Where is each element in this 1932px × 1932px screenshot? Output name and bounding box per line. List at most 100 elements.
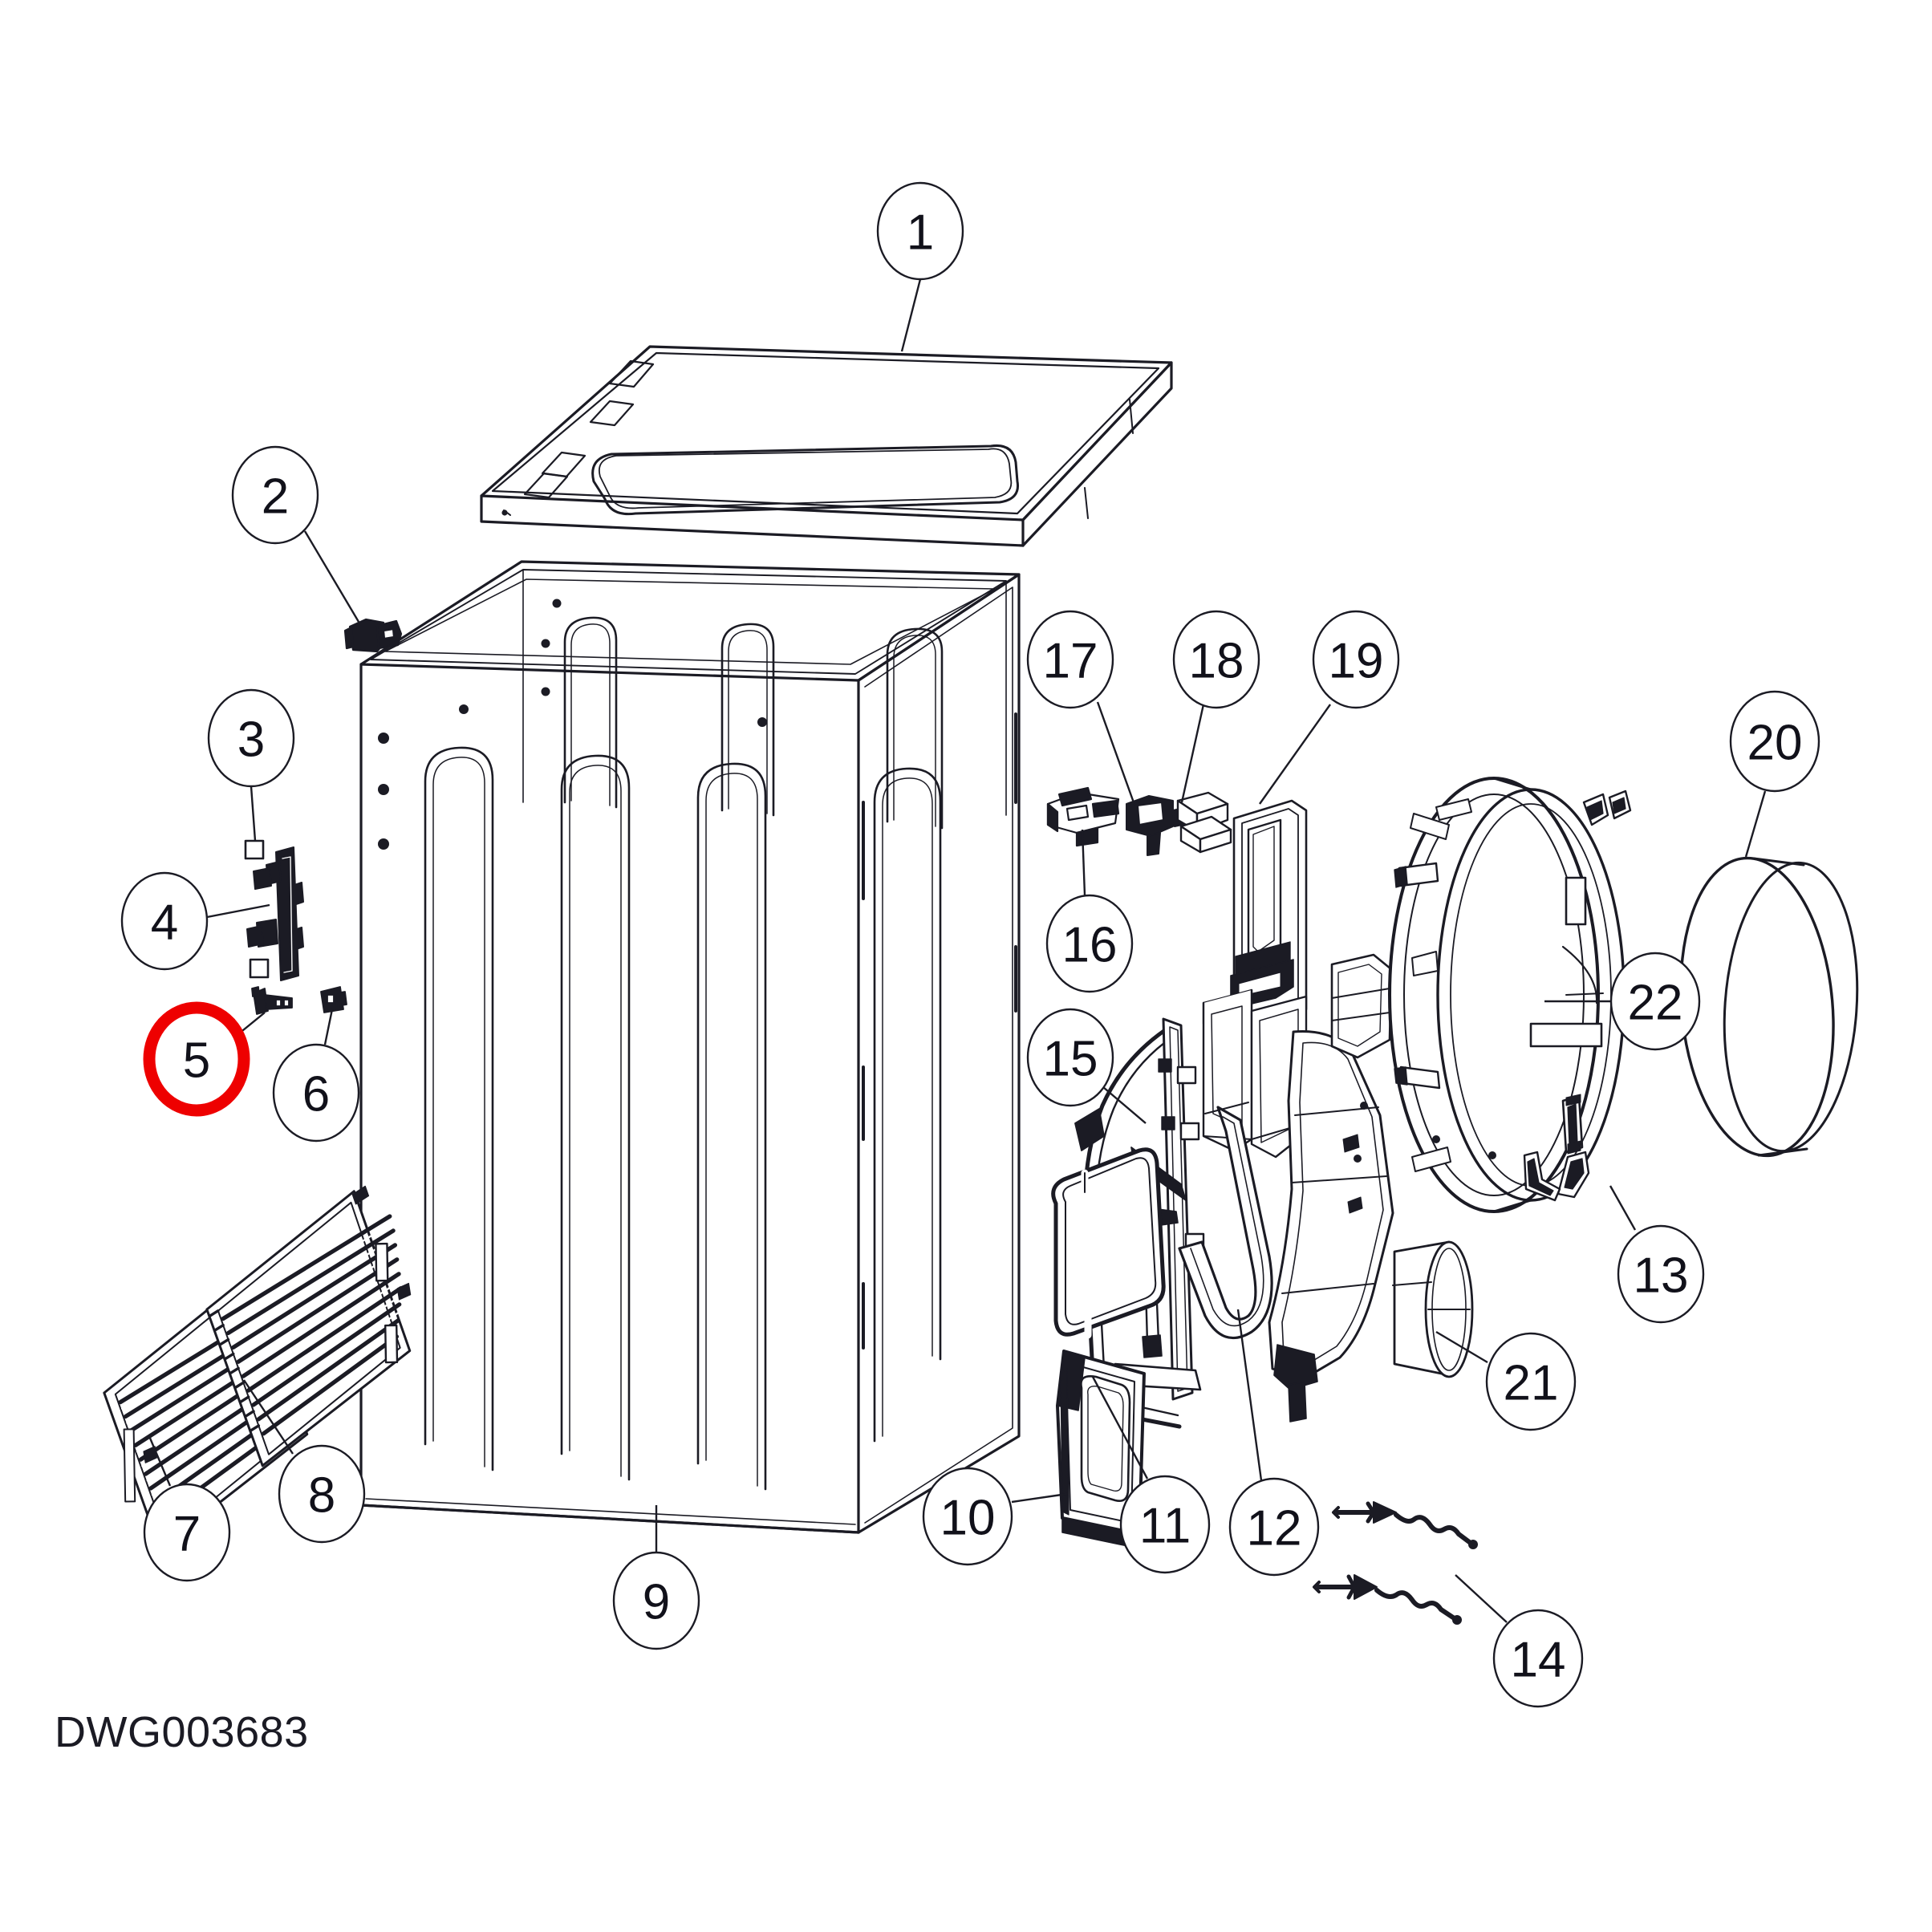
callout-label-12: 12 — [1247, 1501, 1302, 1557]
callout-label-7: 7 — [173, 1507, 201, 1562]
callout-1[interactable]: 1 — [876, 181, 964, 352]
callout-leader-14 — [1455, 1574, 1508, 1623]
callout-leader-7 — [148, 1435, 172, 1487]
callout-leader-8 — [242, 1379, 294, 1455]
callout-circle-13[interactable] — [1617, 1224, 1705, 1324]
callout-leader-15 — [1102, 1086, 1147, 1124]
callout-label-15: 15 — [1043, 1032, 1098, 1087]
drawing-number: DWG003683 — [55, 1708, 309, 1756]
callout-circle-7[interactable] — [143, 1483, 231, 1582]
callout-circle-21[interactable] — [1485, 1332, 1577, 1431]
callout-22[interactable]: 22 — [1544, 952, 1701, 1051]
callout-circle-17[interactable] — [1026, 610, 1114, 709]
callout-leader-17 — [1096, 701, 1136, 806]
callout-label-4: 4 — [151, 895, 178, 951]
callout-leader-6 — [323, 1009, 334, 1045]
callout-3[interactable]: 3 — [207, 688, 295, 842]
callout-circle-10[interactable] — [922, 1467, 1013, 1566]
callout-circle-3[interactable] — [207, 688, 295, 788]
callout-label-9: 9 — [643, 1575, 670, 1630]
callout-label-21: 21 — [1504, 1356, 1559, 1411]
callout-label-14: 14 — [1511, 1633, 1566, 1688]
callout-13[interactable]: 13 — [1609, 1185, 1705, 1324]
highlight-ring-5 — [143, 1001, 250, 1117]
callout-16[interactable]: 16 — [1045, 829, 1134, 993]
callout-label-11: 11 — [1139, 1499, 1191, 1554]
callout-18[interactable]: 18 — [1172, 610, 1260, 803]
callout-5[interactable]: 5 — [143, 1001, 266, 1117]
callout-9[interactable]: 9 — [612, 1505, 700, 1650]
part-air-duct — [1202, 799, 1308, 1159]
callout-label-20: 20 — [1747, 716, 1803, 771]
part-spacer-block — [1176, 791, 1232, 854]
callout-10[interactable]: 10 — [922, 1467, 1068, 1566]
callout-12[interactable]: 12 — [1228, 1309, 1320, 1577]
callout-15[interactable]: 15 — [1026, 1008, 1147, 1124]
callout-label-13: 13 — [1634, 1248, 1689, 1304]
callout-7[interactable]: 7 — [143, 1435, 231, 1582]
callout-4[interactable]: 4 — [120, 871, 270, 971]
callout-circle-8[interactable] — [278, 1444, 366, 1544]
part-upper-clips — [1582, 789, 1632, 826]
callout-19[interactable]: 19 — [1259, 610, 1400, 805]
part-lid-catch — [343, 618, 403, 653]
callout-circle-22[interactable] — [1609, 952, 1701, 1051]
part-striker-clip-lower — [249, 958, 270, 979]
callout-circle-11[interactable] — [1119, 1475, 1211, 1574]
callout-leader-20 — [1744, 790, 1767, 858]
callout-circle-14[interactable] — [1492, 1609, 1584, 1708]
part-strike-screw — [251, 986, 293, 1015]
callout-11[interactable]: 11 — [1091, 1376, 1211, 1574]
callout-8[interactable]: 8 — [242, 1379, 366, 1544]
callout-leader-16 — [1081, 829, 1086, 896]
callout-circle-20[interactable] — [1729, 690, 1820, 793]
callout-circle-19[interactable] — [1312, 610, 1400, 709]
callout-circle-9[interactable] — [612, 1551, 700, 1650]
part-drive-belt — [1679, 856, 1859, 1158]
callout-circle-4[interactable] — [120, 871, 209, 971]
callout-leader-13 — [1609, 1185, 1637, 1231]
part-blower-housing — [1268, 953, 1474, 1423]
part-mounting-clips — [1523, 1094, 1590, 1202]
callout-leader-19 — [1259, 704, 1331, 805]
callout-circle-15[interactable] — [1026, 1008, 1114, 1107]
callout-circle-12[interactable] — [1228, 1477, 1320, 1577]
part-support-bracket — [1046, 786, 1120, 847]
callout-circle-18[interactable] — [1172, 610, 1260, 709]
callout-20[interactable]: 20 — [1729, 690, 1820, 858]
callout-label-17: 17 — [1043, 634, 1098, 689]
callout-21[interactable]: 21 — [1435, 1330, 1577, 1431]
callout-label-5: 5 — [183, 1033, 210, 1089]
callout-label-18: 18 — [1189, 634, 1244, 689]
part-retaining-clip — [320, 986, 347, 1013]
callout-label-2: 2 — [262, 469, 289, 525]
callout-6[interactable]: 6 — [272, 1009, 360, 1143]
callout-2[interactable]: 2 — [231, 445, 360, 623]
callout-label-22: 22 — [1628, 976, 1683, 1031]
callout-circle-16[interactable] — [1045, 894, 1134, 993]
callout-leader-2 — [303, 530, 360, 623]
callout-17[interactable]: 17 — [1026, 610, 1136, 806]
part-top-panel — [480, 345, 1173, 547]
callout-14[interactable]: 14 — [1455, 1574, 1584, 1708]
callout-leader-3 — [250, 785, 257, 842]
callout-leader-4 — [206, 903, 270, 919]
callout-leader-21 — [1435, 1330, 1488, 1364]
callout-label-6: 6 — [302, 1067, 330, 1122]
callout-leader-18 — [1180, 704, 1205, 803]
callout-label-3: 3 — [237, 712, 265, 768]
callout-circle-6[interactable] — [272, 1043, 360, 1143]
callout-circle-1[interactable] — [876, 181, 964, 281]
callout-label-10: 10 — [940, 1491, 996, 1546]
callout-leader-12 — [1236, 1309, 1263, 1481]
callout-label-1: 1 — [907, 205, 934, 261]
callout-circle-2[interactable] — [231, 445, 319, 545]
callout-leader-10 — [1011, 1492, 1068, 1504]
part-rear-grille-outer — [205, 1185, 412, 1467]
part-door-inner-frame — [1056, 1350, 1146, 1549]
callout-leader-11 — [1091, 1376, 1149, 1479]
callout-label-8: 8 — [308, 1468, 335, 1524]
